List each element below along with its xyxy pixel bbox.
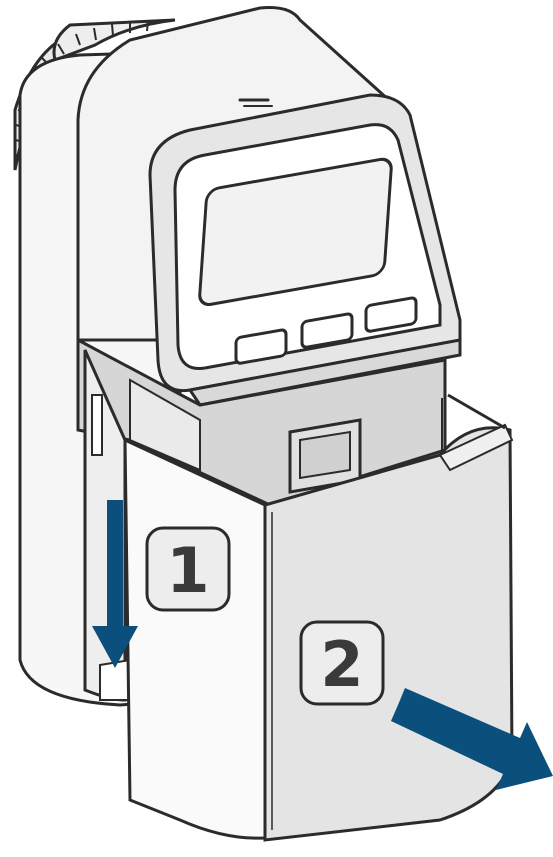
battery-compartment (76, 337, 447, 702)
middle-button[interactable] (300, 312, 354, 349)
lcd-screen (198, 157, 393, 307)
display-head (148, 93, 462, 407)
arrow-down-right-icon (391, 688, 553, 790)
step-1-label: 1 (166, 534, 209, 607)
step-2-label: 2 (320, 628, 363, 701)
left-button[interactable] (234, 328, 288, 365)
arrow-down-icon (92, 500, 138, 668)
step-1-badge: 1 (145, 526, 231, 612)
right-button[interactable] (364, 296, 418, 333)
step-2-badge: 2 (299, 620, 385, 706)
